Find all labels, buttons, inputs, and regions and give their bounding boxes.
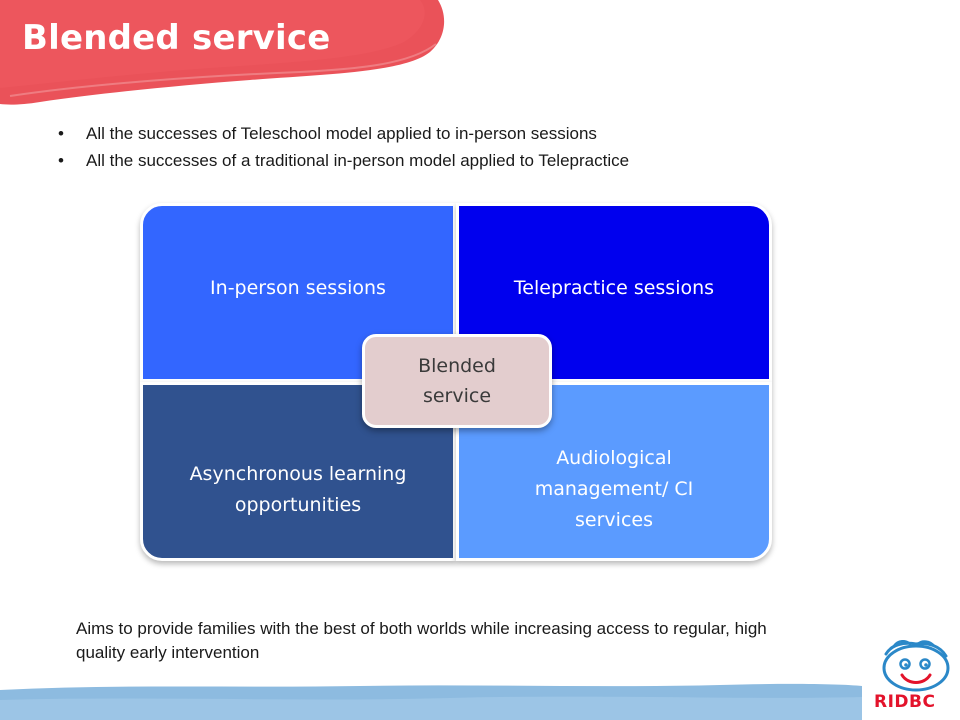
slide-title: Blended service xyxy=(22,18,331,58)
bullet-item: All the successes of a traditional in-pe… xyxy=(56,147,629,174)
title-banner xyxy=(0,0,445,105)
center-blended-service: Blended service xyxy=(362,334,552,428)
footer-band xyxy=(0,683,862,720)
ridbc-child-face-logo-icon xyxy=(882,640,950,692)
blended-service-matrix: In-person sessions Telepractice sessions… xyxy=(140,203,772,561)
bullet-item: All the successes of Teleschool model ap… xyxy=(56,120,629,147)
quadrant-telepractice-sessions: Telepractice sessions xyxy=(456,203,772,382)
ridbc-logo-text: RIDBC xyxy=(874,692,936,712)
aims-statement: Aims to provide families with the best o… xyxy=(76,619,767,662)
bullet-list: All the successes of Teleschool model ap… xyxy=(56,120,629,174)
